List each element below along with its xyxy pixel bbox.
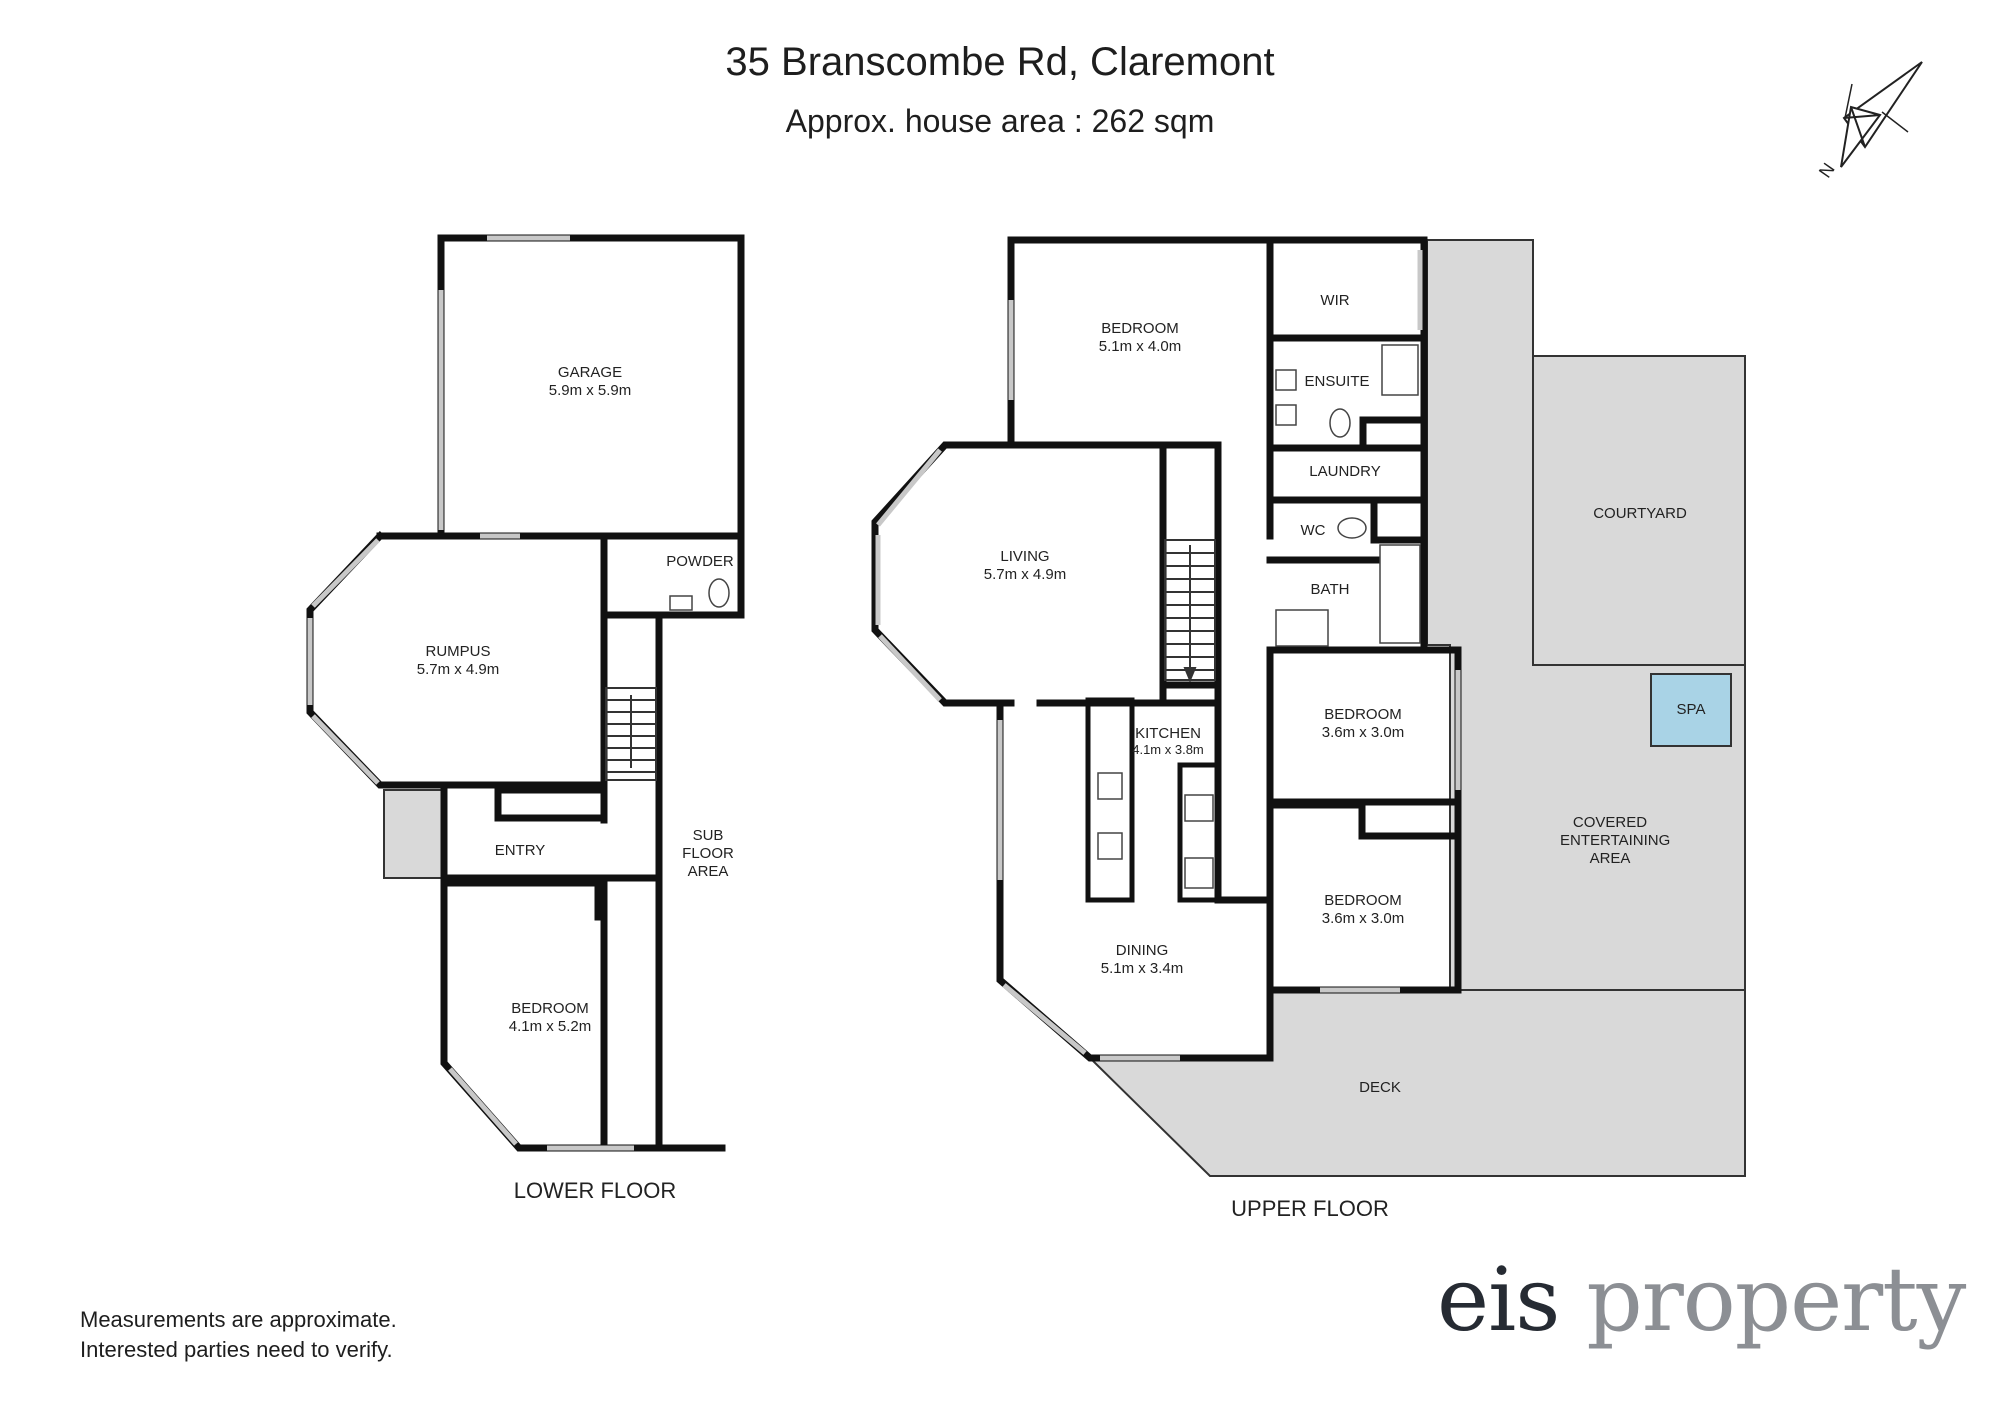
- room-label-kitchen: KITCHEN 4.1m x 3.8m: [1128, 726, 1208, 758]
- room-label-wir: WIR: [1300, 292, 1370, 309]
- floor-label-lower: LOWER FLOOR: [513, 1178, 677, 1203]
- room-label-powder: POWDER: [660, 553, 740, 570]
- room-size: 4.1m x 5.2m: [508, 1018, 592, 1035]
- room-name: LAUNDRY: [1309, 463, 1381, 480]
- room-name: BEDROOM: [1324, 892, 1402, 909]
- room-name: ENSUITE: [1304, 373, 1370, 390]
- upper-floor-walls: [871, 236, 1462, 1062]
- room-label-entry: ENTRY: [465, 842, 575, 859]
- room-label-dining: DINING 5.1m x 3.4m: [1052, 942, 1232, 978]
- room-label-ensuite: ENSUITE: [1297, 373, 1377, 390]
- room-label-bedroom-3: BEDROOM 3.6m x 3.0m: [1273, 892, 1453, 928]
- room-name: RUMPUS: [425, 643, 491, 660]
- brand-logo: eis property: [1437, 1248, 1966, 1351]
- room-label-lower-bedroom: BEDROOM 4.1m x 5.2m: [460, 1000, 640, 1036]
- brand-logo-part-2: property: [1559, 1248, 1966, 1351]
- lower-stairs: [605, 687, 657, 781]
- room-label-deck: DECK: [1340, 1079, 1420, 1096]
- upper-windows: [875, 250, 1461, 1061]
- lower-windows: [307, 235, 634, 1151]
- room-name: GARAGE: [557, 364, 623, 381]
- room-name: ENTRY: [494, 842, 546, 859]
- room-name: LIVING: [1000, 548, 1050, 565]
- compass-label: N: [1815, 159, 1839, 181]
- room-name: KITCHEN: [1135, 725, 1201, 742]
- room-name: COVERED ENTERTAINING AREA: [1560, 814, 1671, 867]
- brand-logo-part-1: eis: [1437, 1248, 1560, 1351]
- room-label-wc: WC: [1293, 522, 1333, 539]
- floor-label-upper: UPPER FLOOR: [1231, 1196, 1389, 1221]
- room-size: 5.1m x 3.4m: [1100, 960, 1184, 977]
- room-name: BATH: [1310, 581, 1350, 598]
- room-label-spa: SPA: [1651, 701, 1731, 718]
- room-name: SPA: [1676, 701, 1706, 718]
- room-size: 5.7m x 4.9m: [416, 661, 500, 678]
- north-arrow-icon: N: [1815, 61, 1923, 181]
- room-name: SUB FLOOR AREA: [682, 827, 734, 880]
- courtyard-area: [1427, 240, 1745, 665]
- room-name: COURTYARD: [1593, 505, 1687, 522]
- room-size: 4.1m x 3.8m: [1132, 742, 1204, 757]
- room-label-master-bedroom: BEDROOM 5.1m x 4.0m: [1050, 320, 1230, 356]
- room-label-bedroom-2: BEDROOM 3.6m x 3.0m: [1273, 706, 1453, 742]
- room-size: 5.9m x 5.9m: [548, 382, 632, 399]
- disclaimer-line-2: Interested parties need to verify.: [80, 1337, 393, 1362]
- disclaimer-line-1: Measurements are approximate.: [80, 1307, 397, 1332]
- entry-porch: [383, 789, 445, 879]
- room-label-rumpus: RUMPUS 5.7m x 4.9m: [368, 643, 548, 679]
- room-name: DINING: [1115, 942, 1169, 959]
- room-size: 3.6m x 3.0m: [1321, 910, 1405, 927]
- page-title: 35 Branscombe Rd, Claremont: [725, 40, 1275, 84]
- room-size: 5.1m x 4.0m: [1098, 338, 1182, 355]
- room-name: BEDROOM: [1324, 706, 1402, 723]
- page-subtitle: Approx. house area : 262 sqm: [785, 103, 1215, 139]
- room-name: WIR: [1320, 292, 1350, 309]
- room-name: DECK: [1359, 1079, 1401, 1096]
- upper-stairs: [1164, 539, 1216, 683]
- room-size: 5.7m x 4.9m: [983, 566, 1067, 583]
- room-name: BEDROOM: [511, 1000, 589, 1017]
- room-label-laundry: LAUNDRY: [1300, 463, 1390, 480]
- room-label-garage: GARAGE 5.9m x 5.9m: [500, 364, 680, 400]
- spa: [1650, 673, 1732, 747]
- room-label-courtyard: COURTYARD: [1560, 505, 1720, 522]
- room-name: BEDROOM: [1101, 320, 1179, 337]
- room-name: WC: [1300, 522, 1326, 539]
- room-label-sub-floor: SUB FLOOR AREA: [680, 827, 736, 881]
- room-label-covered-area: COVERED ENTERTAINING AREA: [1560, 814, 1671, 868]
- room-label-living: LIVING 5.7m x 4.9m: [935, 548, 1115, 584]
- room-name: POWDER: [666, 553, 734, 570]
- fixtures: [669, 344, 1421, 889]
- room-size: 3.6m x 3.0m: [1321, 724, 1405, 741]
- room-label-bath: BATH: [1300, 581, 1360, 598]
